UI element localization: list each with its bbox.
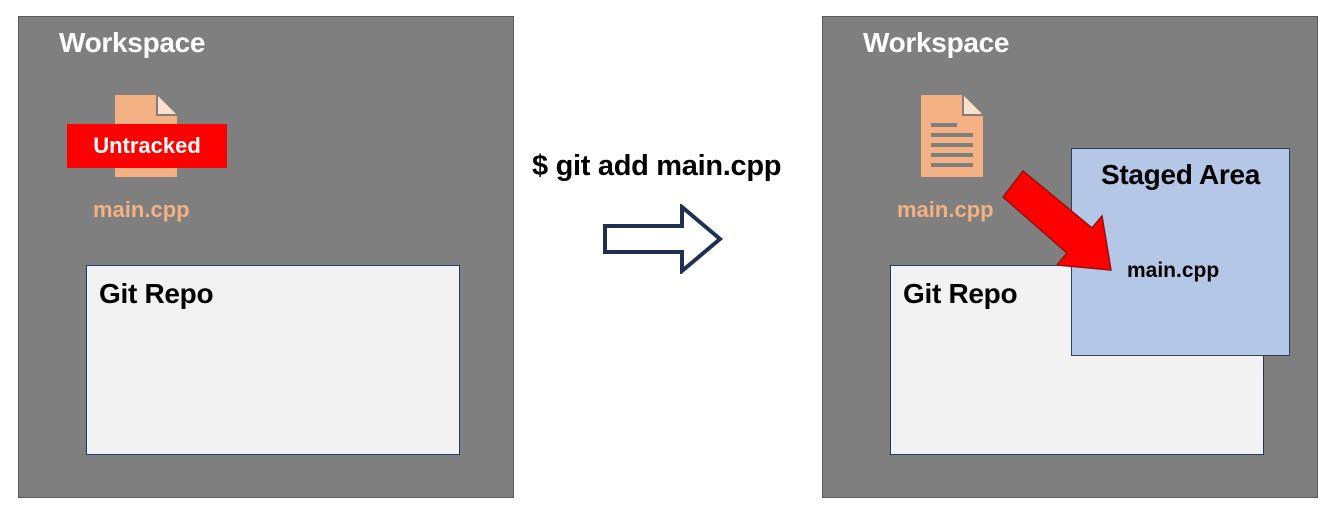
git-repo-title: Git Repo — [99, 278, 214, 309]
file-label: main.cpp — [93, 197, 190, 222]
untracked-badge: Untracked — [67, 124, 227, 168]
git-repo-box: Git Repo — [86, 265, 460, 455]
workspace-after: Workspace main.cpp Git Repo Staged Area … — [822, 16, 1318, 498]
workspace-title: Workspace — [863, 27, 1010, 58]
file-label: main.cpp — [897, 197, 994, 222]
stage-arrow-icon — [1001, 169, 1112, 271]
workspace-before: Workspace Untracked main.cpp Git Repo — [18, 16, 514, 498]
git-repo-title: Git Repo — [903, 278, 1018, 309]
workspace-title: Workspace — [59, 27, 206, 58]
git-command: $ git add main.cpp — [532, 150, 782, 182]
document-icon — [921, 95, 983, 177]
staged-file-label: main.cpp — [1127, 259, 1220, 282]
staged-area-title: Staged Area — [1100, 159, 1261, 190]
transition-arrow-icon — [603, 204, 724, 274]
